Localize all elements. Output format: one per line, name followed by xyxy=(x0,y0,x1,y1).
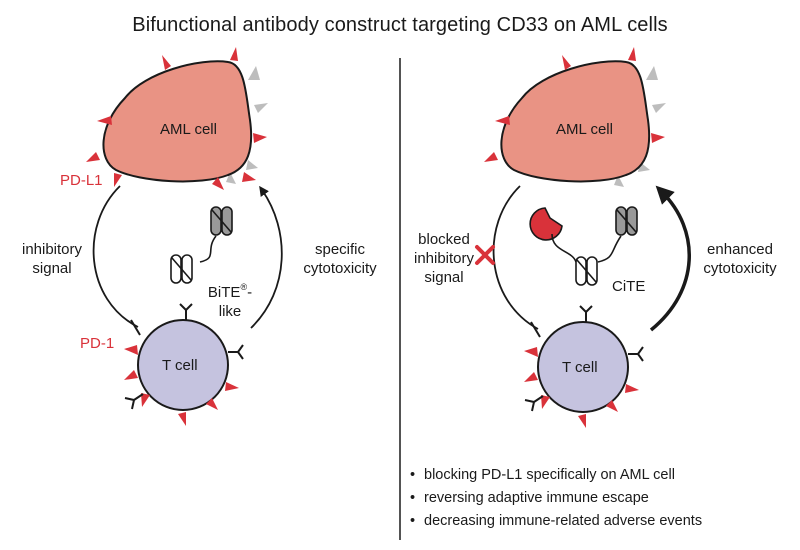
cd3-receptors-right xyxy=(524,305,644,412)
inhibitory-line-1: inhibitory xyxy=(21,241,83,258)
enhanced-cytotoxicity-label: enhanced cytotoxicity xyxy=(686,240,794,278)
cytotoxicity-line-2: cytotoxicity xyxy=(303,260,377,277)
bite-line-1: BiTE®- xyxy=(200,278,260,302)
bite-construct xyxy=(170,206,233,284)
enhanced-line-2: cytotoxicity xyxy=(703,260,777,277)
t-cell-label-left: T cell xyxy=(162,357,198,374)
cd33-receptors-left xyxy=(226,66,268,184)
blocked-line-1: blocked xyxy=(418,231,470,248)
bite-registered-mark: ® xyxy=(240,282,248,292)
inhibitory-bar-left xyxy=(130,319,141,336)
bite-line-2: like xyxy=(218,303,242,320)
benefit-item: blocking PD-L1 specifically on AML cell xyxy=(410,464,702,487)
cite-construct xyxy=(529,206,638,286)
cite-label: CiTE xyxy=(612,278,646,295)
t-cell-label-right: T cell xyxy=(562,359,598,376)
t-cell-left xyxy=(137,319,229,411)
blocked-inhibitory-label: blocked inhibitory signal xyxy=(406,230,482,287)
pd1-receptors-left xyxy=(124,345,239,426)
diagram-title: Bifunctional antibody construct targetin… xyxy=(132,14,668,36)
inhibitory-arc-left xyxy=(92,185,139,328)
cd3-receptors-left xyxy=(124,303,244,410)
bite-like-label: BiTE®- like xyxy=(200,278,260,321)
pd1-ectodomain-icon xyxy=(529,207,563,241)
pdl1-ligands-left xyxy=(86,47,267,190)
bite-text: BiTE xyxy=(207,284,241,301)
specific-cytotoxicity-label: specific cytotoxicity xyxy=(290,240,390,278)
inhibitory-line-2: signal xyxy=(32,260,72,277)
pd1-label: PD-1 xyxy=(80,335,115,352)
benefit-item: reversing adaptive immune escape xyxy=(410,487,702,510)
block-x-icon xyxy=(475,245,495,265)
left-panel xyxy=(86,47,283,426)
t-cell-right xyxy=(537,321,629,413)
aml-cell-left xyxy=(102,60,253,183)
pdl1-label: PD-L1 xyxy=(60,172,103,189)
aml-cell-label-left: AML cell xyxy=(160,121,217,138)
cd33-receptors-right xyxy=(614,66,666,187)
right-panel xyxy=(475,47,691,428)
inhibitory-signal-label: inhibitory signal xyxy=(12,240,92,278)
blocked-arc-right xyxy=(492,185,539,330)
pd1-receptors-right xyxy=(524,347,639,428)
cytotoxicity-arrow-left xyxy=(250,185,283,329)
blocked-line-2: inhibitory xyxy=(413,250,475,267)
enhanced-line-1: enhanced xyxy=(707,241,773,258)
blocked-line-3: signal xyxy=(424,269,464,286)
aml-cell-label-right: AML cell xyxy=(556,121,613,138)
blocked-bar-right xyxy=(530,321,541,338)
aml-cell-right xyxy=(500,60,651,183)
benefits-list: blocking PD-L1 specifically on AML cell … xyxy=(410,464,702,533)
bite-hyphen: - xyxy=(247,284,253,301)
cytotoxicity-line-1: specific xyxy=(314,241,366,258)
benefit-item: decreasing immune-related adverse events xyxy=(410,510,702,533)
enhanced-arrow-right xyxy=(649,185,691,332)
pdl1-ligands-right xyxy=(484,47,665,162)
